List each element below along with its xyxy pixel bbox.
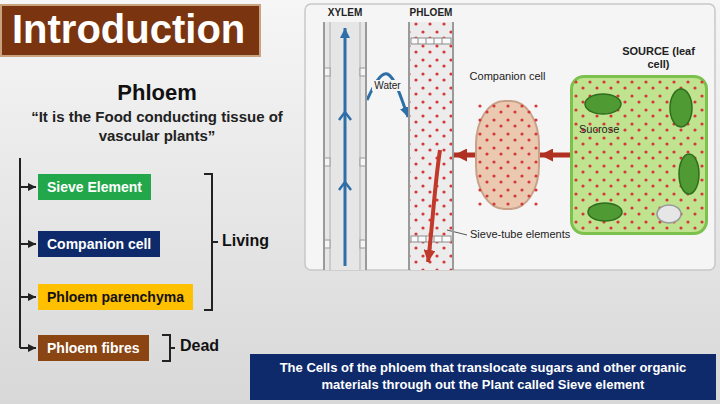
node-text: Phloem parenchyma (47, 289, 184, 305)
node-text: Sieve Element (47, 179, 142, 195)
source-leaf-cell: SOURCE (leaf cell)Sucrose (570, 75, 708, 235)
node-text: SOURCE (leaf cell) (611, 45, 706, 71)
sieve-plate (411, 38, 451, 242)
figure-panel (305, 4, 715, 270)
cell-type-box: Phloem parenchyma (38, 284, 193, 310)
tree-lines (20, 158, 36, 348)
caption-banner: The Cells of the phloem that translocate… (250, 354, 716, 400)
edge-label: Water (372, 80, 402, 91)
xylem-vessel: XYLEM (323, 22, 367, 270)
label-holder: Living (222, 232, 269, 250)
phloem-tube (410, 22, 452, 270)
label-holder: Phloem (14, 80, 300, 106)
water-flow-arrow (344, 28, 347, 266)
label-holder: Sieve-tube elements (470, 228, 570, 240)
title: Introduction (12, 7, 245, 52)
node-text: XYLEM (313, 7, 377, 18)
node-text: PHLOEM (398, 7, 464, 18)
connector-arrow (540, 153, 570, 158)
xylem-tube (325, 22, 365, 270)
cell-type-box: Sieve Element (38, 174, 151, 200)
label-holder: Dead (180, 337, 219, 355)
node-text: Companion cell (467, 70, 548, 83)
cell-type-box: Phloem fibres (38, 335, 149, 361)
cell-type-box: Companion cell (38, 231, 160, 257)
group-label: Dead (180, 337, 219, 355)
leader-line (447, 230, 467, 235)
connector-arrow (367, 74, 408, 117)
heading: Phloem (14, 80, 300, 106)
title-banner: Introduction (0, 4, 261, 57)
leaf-cell-contents (573, 78, 705, 232)
companion-cell: Companion cell (475, 100, 540, 210)
node-body: Sucrose (579, 123, 639, 135)
caption: The Cells of the phloem that translocate… (260, 360, 706, 394)
group-label: Living (222, 232, 269, 250)
translocation-arrow (428, 150, 440, 262)
definition-quote: “It is the Food conducting tissue of vas… (14, 108, 300, 146)
node-text: Companion cell (47, 236, 151, 252)
part-label: Sieve-tube elements (470, 228, 570, 240)
connector-arrow (454, 153, 475, 158)
bracket (162, 174, 218, 361)
label-holder: “It is the Food conducting tissue of vas… (14, 108, 300, 146)
node-text: Phloem fibres (47, 340, 140, 356)
cell-contents (477, 102, 538, 208)
phloem-sieve-tube: PHLOEM (408, 22, 454, 270)
